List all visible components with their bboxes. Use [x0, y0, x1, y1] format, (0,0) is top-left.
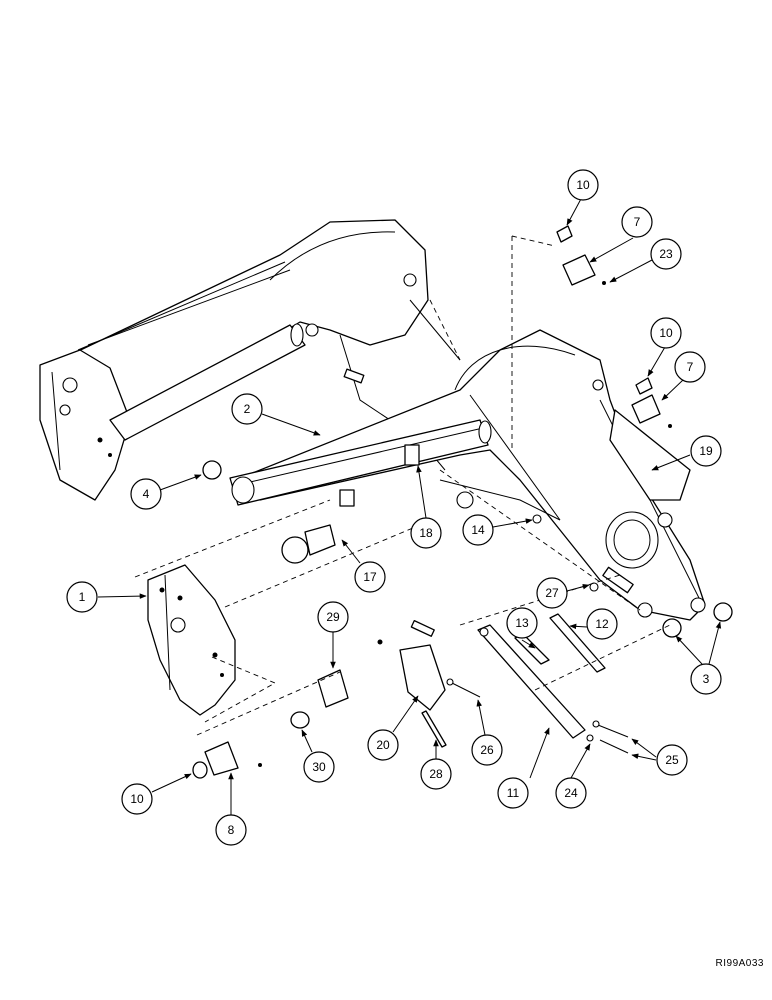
callout-label: 7 [687, 360, 694, 374]
callout-label: 17 [363, 570, 377, 584]
callout-label: 3 [703, 672, 710, 686]
callout-18: 18 [410, 517, 442, 549]
callout-label: 8 [228, 823, 235, 837]
callout-label: 10 [659, 326, 673, 340]
callout-4: 4 [130, 478, 162, 510]
callout-30: 30 [303, 751, 335, 783]
callout-7b: 7 [674, 351, 706, 383]
callout-label: 14 [471, 523, 485, 537]
callout-label: 19 [699, 444, 713, 458]
callout-27: 27 [536, 577, 568, 609]
callout-8: 8 [215, 814, 247, 846]
callout-3: 3 [690, 663, 722, 695]
callout-25: 25 [656, 744, 688, 776]
front-loader-arm [234, 329, 706, 621]
callout-label: 7 [634, 215, 641, 229]
mount-plate [147, 564, 236, 716]
callout-label: 10 [576, 178, 590, 192]
callout-11: 11 [497, 777, 529, 809]
callout-1: 1 [66, 581, 98, 613]
callout-12: 12 [586, 608, 618, 640]
callout-26: 26 [471, 734, 503, 766]
callout-label: 10 [130, 792, 144, 806]
leader-lines [97, 196, 722, 815]
callout-label: 13 [515, 616, 529, 630]
callout-20: 20 [367, 729, 399, 761]
torque-tube [229, 419, 492, 506]
callout-label: 1 [79, 590, 86, 604]
callout-label: 24 [564, 786, 578, 800]
callout-10c: 10 [121, 783, 153, 815]
callout-14: 14 [462, 514, 494, 546]
dashed-alignment-lines [134, 235, 671, 736]
callout-label: 20 [376, 738, 390, 752]
callout-label: 26 [480, 743, 494, 757]
callout-label: 4 [143, 487, 150, 501]
callout-23: 23 [650, 238, 682, 270]
callout-10b: 10 [650, 317, 682, 349]
callout-label: 11 [507, 786, 520, 800]
callout-label: 30 [312, 760, 326, 774]
callout-29: 29 [317, 601, 349, 633]
callout-label: 12 [595, 617, 609, 631]
callout-label: 18 [419, 526, 433, 540]
small-parts [192, 225, 733, 779]
callout-label: 29 [326, 610, 340, 624]
callout-label: 2 [244, 402, 251, 416]
callout-10a: 10 [567, 169, 599, 201]
rear-loader-arm [39, 219, 461, 501]
callout-label: 27 [545, 586, 559, 600]
callout-13: 13 [506, 607, 538, 639]
callout-28: 28 [420, 758, 452, 790]
callout-label: 25 [665, 753, 679, 767]
callout-label: 28 [429, 767, 443, 781]
figure-reference: RI99A033 [715, 958, 764, 969]
callout-17: 17 [354, 561, 386, 593]
callout-2: 2 [231, 393, 263, 425]
callout-19: 19 [690, 435, 722, 467]
callout-label: 23 [659, 247, 673, 261]
callout-7a: 7 [621, 206, 653, 238]
callout-24: 24 [555, 777, 587, 809]
